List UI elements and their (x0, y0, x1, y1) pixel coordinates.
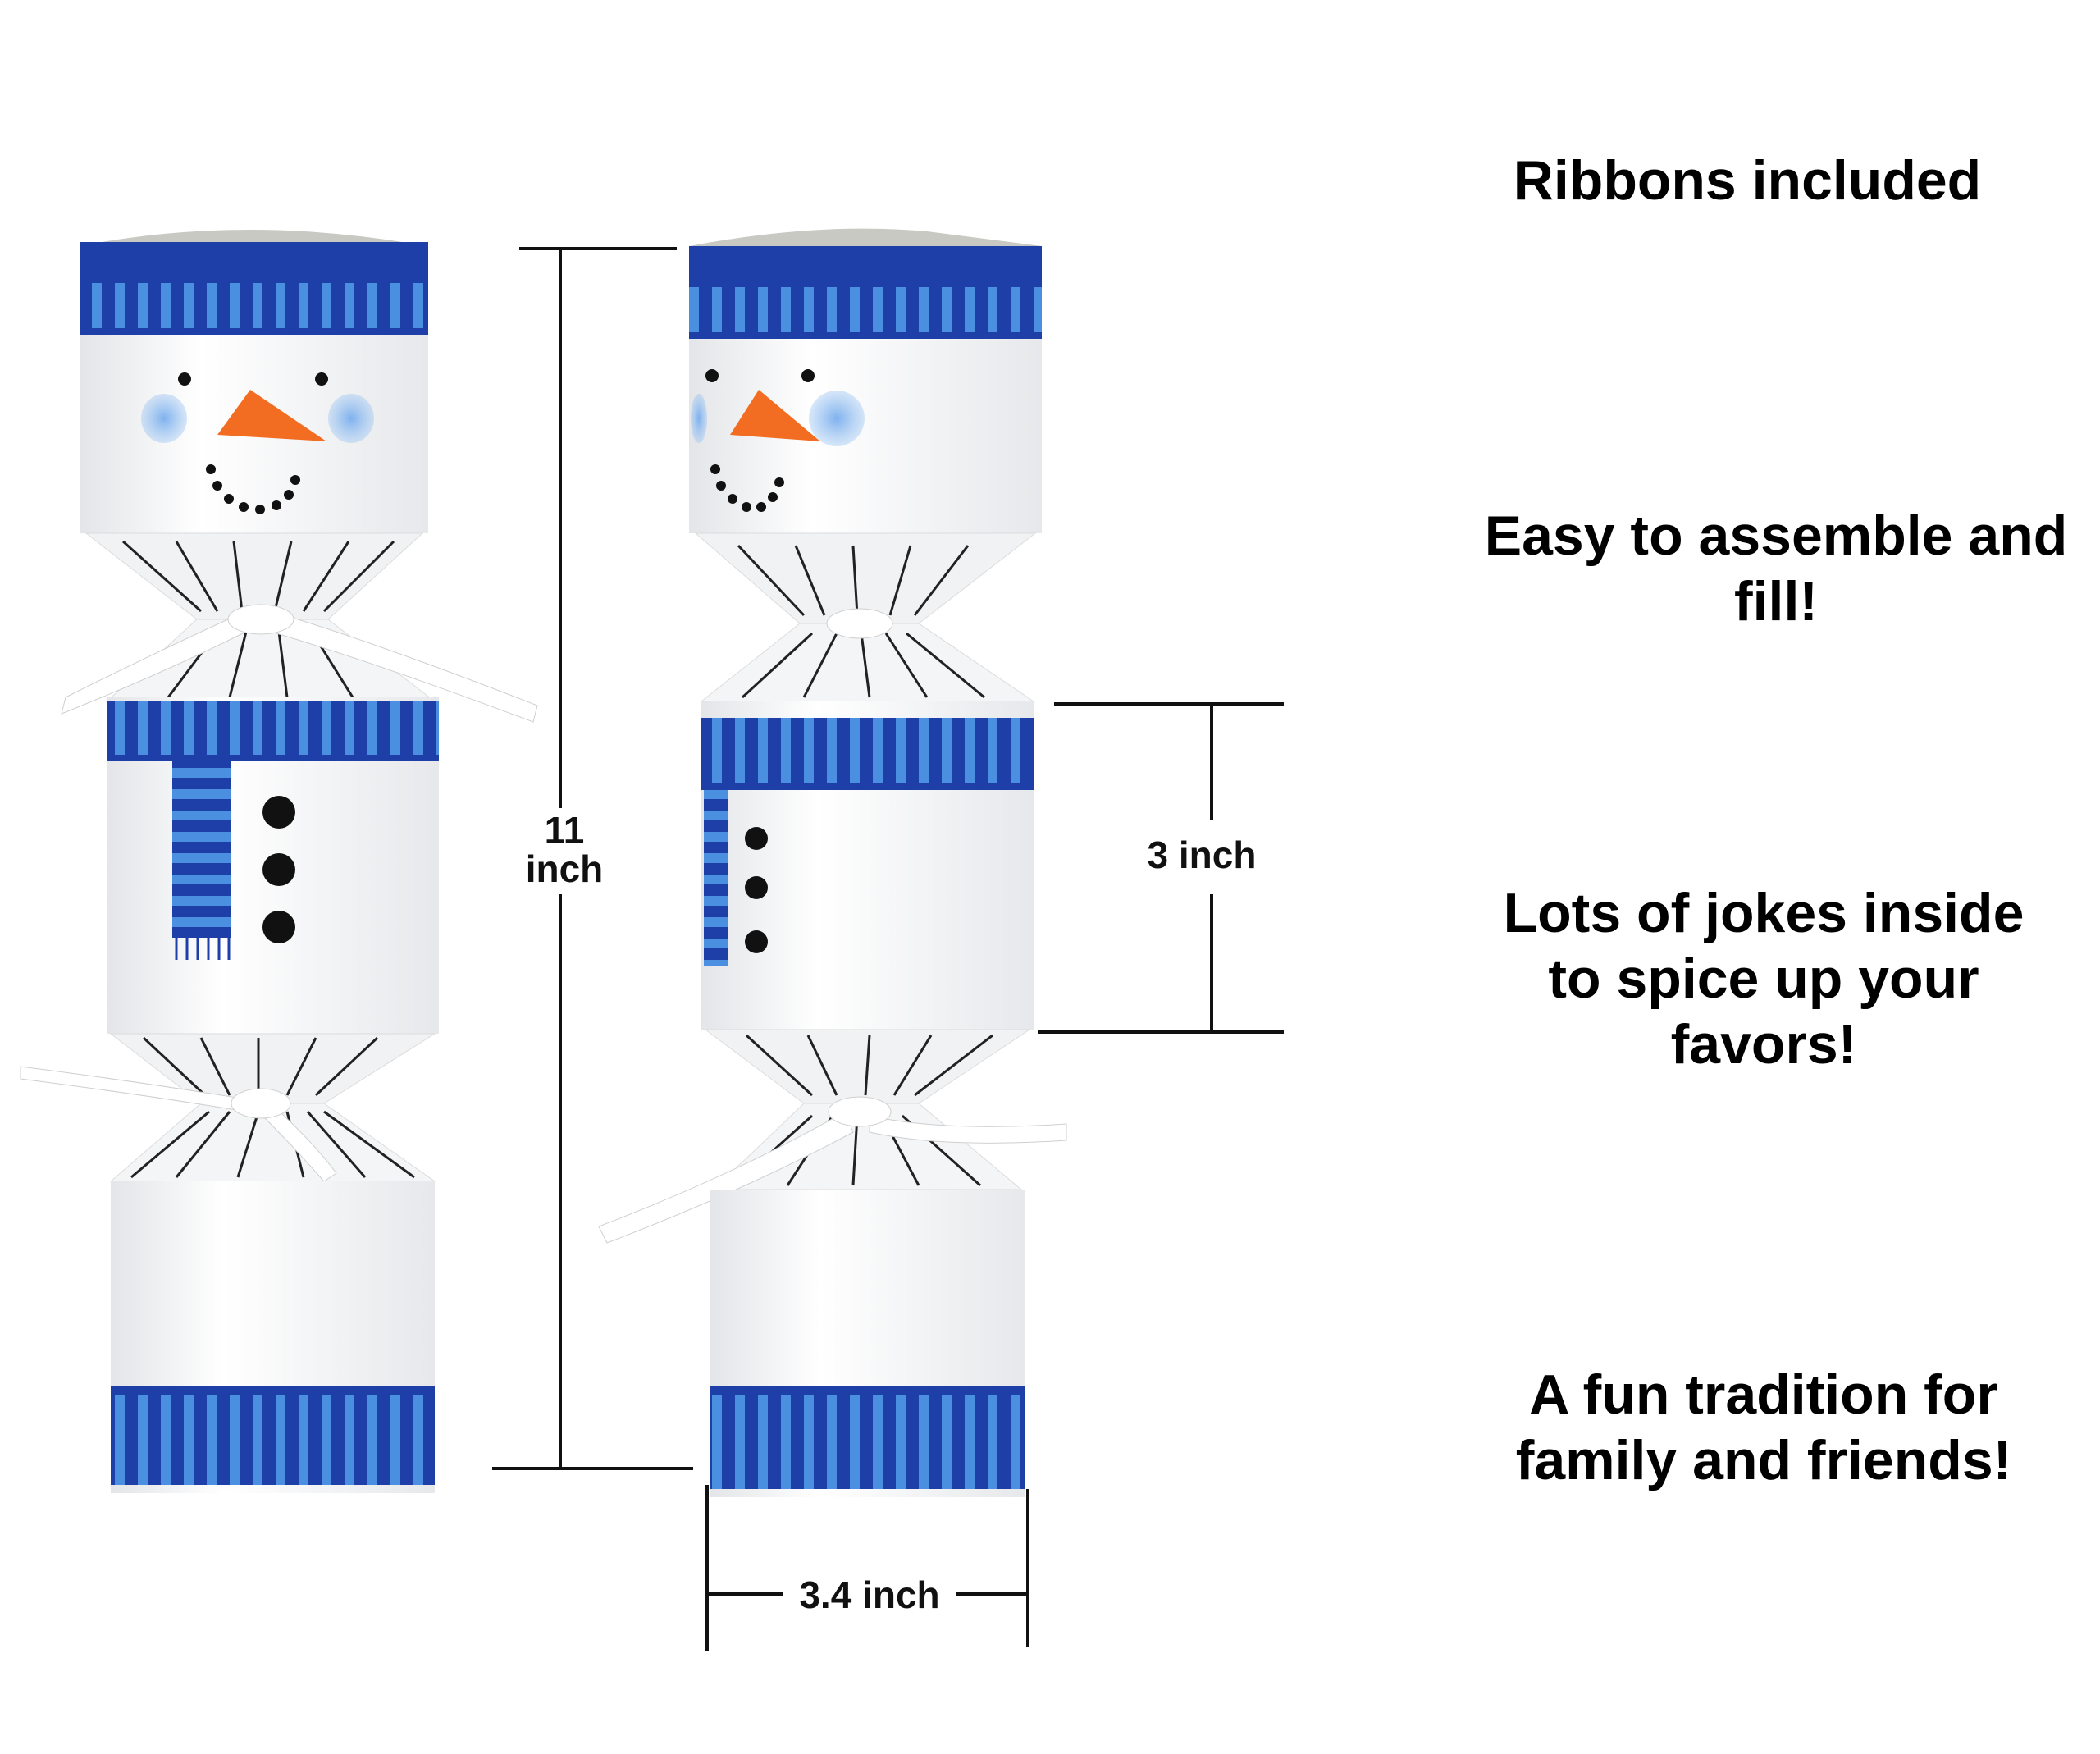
height-dimension-unit: inch (526, 847, 604, 890)
width-dimension-label: 3.4 inch (799, 1574, 939, 1616)
feature-ribbons: Ribbons included (1513, 149, 1982, 212)
width-dimension (705, 1485, 1029, 1651)
height-dimension-value: 11 (545, 809, 585, 852)
feature-jokes: Lots of jokes inside to spice up your fa… (1503, 882, 2025, 1076)
feature-tradition: A fun tradition for family and friends! (1515, 1363, 2012, 1491)
snowman-cracker-front (20, 230, 538, 1493)
feature-assemble: Easy to assemble and fill! (1484, 505, 2068, 633)
snowman-face-side (691, 369, 865, 512)
snowman-cracker-side (598, 228, 1067, 1497)
body-height-dimension (1038, 702, 1284, 1034)
body-height-dimension-label: 3 inch (1148, 834, 1257, 876)
height-dimension (492, 247, 693, 1470)
snowman-face-front (141, 372, 374, 514)
